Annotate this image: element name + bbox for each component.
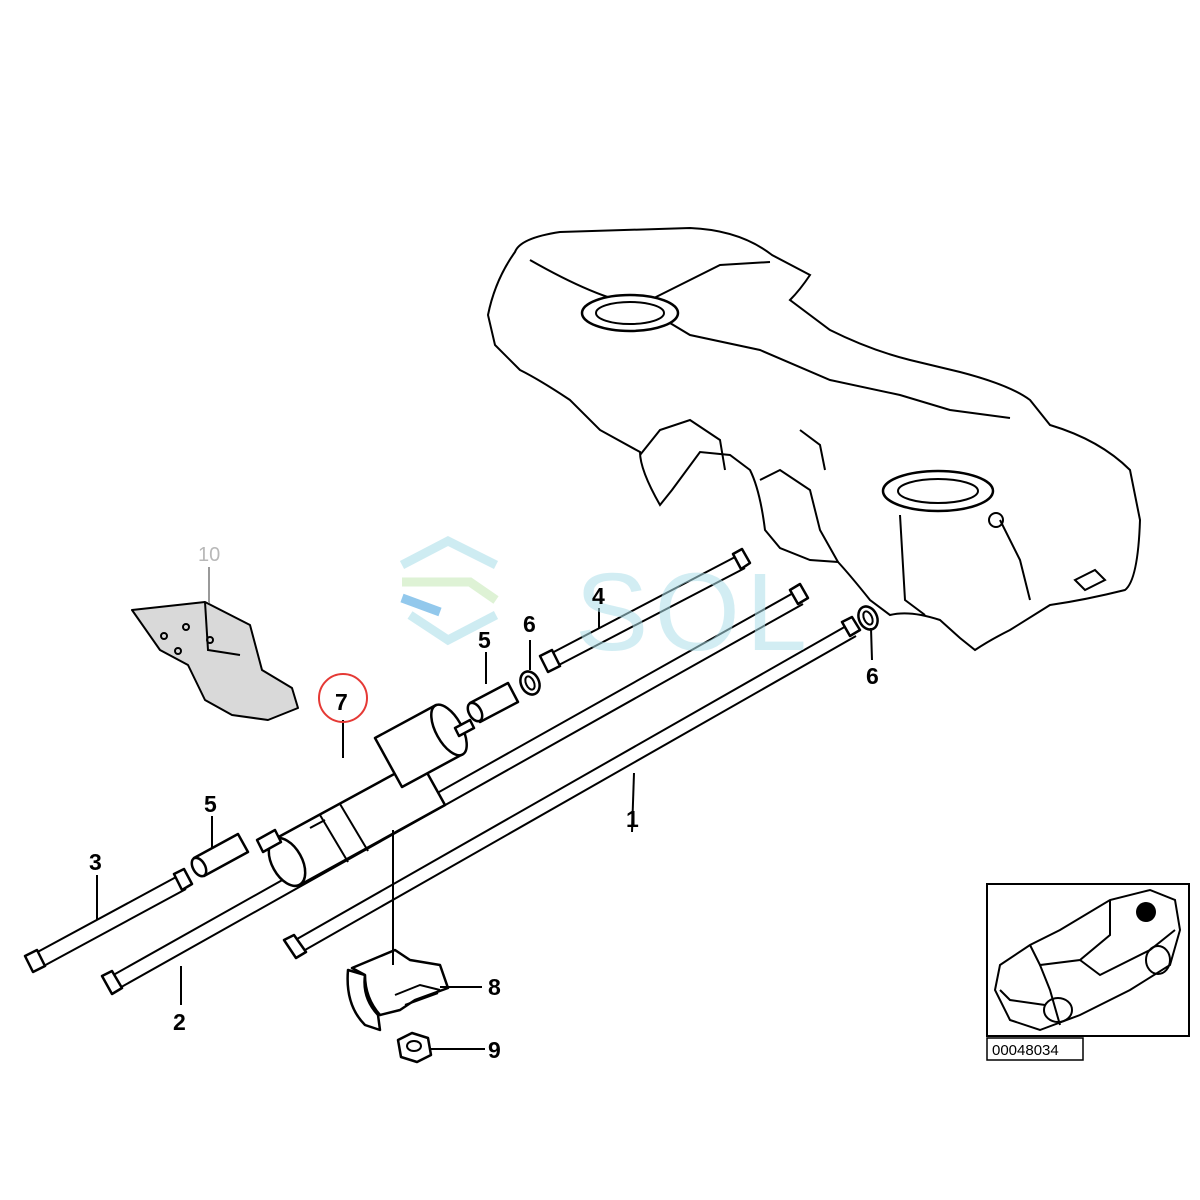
inset-reference-number: 00048034 [992, 1042, 1059, 1059]
callout-9: 9 [488, 1037, 501, 1063]
callout-5-upper: 5 [478, 627, 491, 653]
fuel-tank [486, 226, 1142, 652]
callout-5-lower: 5 [204, 791, 217, 817]
highlight-circle [318, 673, 368, 723]
callout-6-left: 6 [523, 611, 536, 637]
fuel-line-1 [282, 615, 862, 960]
callout-2: 2 [173, 1009, 186, 1035]
callout-4: 4 [592, 583, 605, 609]
location-marker [1136, 902, 1156, 922]
nut [396, 1031, 433, 1064]
callout-7: 7 [335, 689, 348, 715]
car-location-inset: 00048034 [986, 883, 1190, 1061]
mounting-bracket-10 [131, 601, 299, 721]
fuel-line-4 [538, 547, 752, 674]
callout-8: 8 [488, 974, 501, 1000]
hose-5-lower [190, 832, 250, 878]
callout-3: 3 [89, 849, 102, 875]
hose-5-upper [466, 681, 520, 724]
clamp-6-right [857, 605, 879, 631]
clamp-6-left [519, 670, 541, 696]
fuel-filter [255, 703, 476, 888]
filter-bracket [346, 948, 450, 1032]
fuel-line-3 [23, 867, 194, 974]
watermark-text: SOL [575, 551, 813, 674]
callout-10: 10 [198, 544, 220, 566]
leader-lines [96, 567, 873, 1050]
callout-1: 1 [626, 806, 639, 832]
callout-6-right: 6 [866, 663, 879, 689]
fuel-line-2 [100, 582, 810, 996]
watermark: SOL [399, 535, 813, 674]
